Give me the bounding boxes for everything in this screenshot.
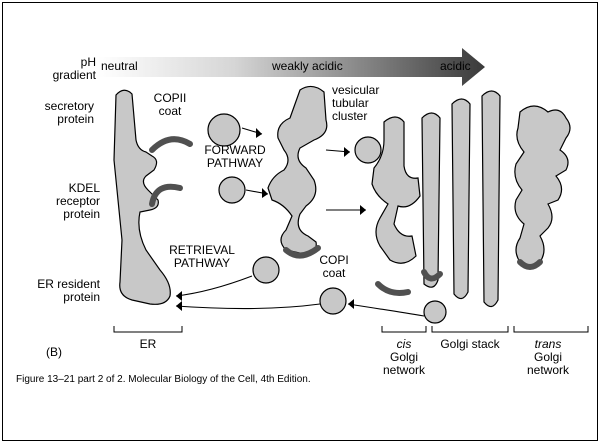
golgi-stack-label: Golgi stack bbox=[430, 338, 510, 351]
stack-bracket bbox=[432, 326, 508, 332]
cis-bracket bbox=[382, 326, 426, 332]
vesicular-tubular-cluster-label: vesicular tubular cluster bbox=[332, 84, 379, 123]
copii-vesicle bbox=[208, 114, 240, 146]
copi-vesicle-2 bbox=[320, 288, 346, 314]
golgi-cisterna-2 bbox=[452, 99, 470, 299]
arrow-retrieval-2 bbox=[176, 304, 320, 309]
copii-coat-top bbox=[152, 139, 190, 150]
gradient-text: gradient bbox=[52, 69, 96, 82]
er-membrane bbox=[114, 90, 170, 304]
trans-bracket bbox=[514, 326, 588, 332]
copi-coat-cis bbox=[378, 284, 408, 293]
trans-network-text: network bbox=[516, 364, 580, 377]
copi-vesicle-1 bbox=[253, 257, 279, 283]
secretory-protein-label: secretory protein bbox=[20, 100, 94, 126]
ph-label: pH gradient bbox=[52, 56, 96, 82]
kdel-protein-text: protein bbox=[20, 208, 100, 221]
copi-vesicle-3 bbox=[424, 301, 446, 323]
trans-golgi-network bbox=[515, 106, 570, 267]
cis-golgi-label: cis Golgi network bbox=[376, 338, 432, 377]
copii-coat-label: COPII coat bbox=[146, 92, 194, 118]
copi-coat-text: coat bbox=[310, 267, 358, 280]
kdel-receptor-label: KDEL receptor protein bbox=[20, 182, 100, 221]
cis-network-text: network bbox=[376, 364, 432, 377]
er-label: ER bbox=[132, 338, 164, 351]
er-resident-protein-label: ER resident protein bbox=[14, 278, 100, 304]
copi-coat-label: COPI coat bbox=[310, 254, 358, 280]
gradient-neutral-label: neutral bbox=[101, 60, 138, 73]
er-bracket bbox=[114, 326, 182, 332]
er-resident-protein-text: protein bbox=[14, 291, 100, 304]
forward-pathway-text: PATHWAY bbox=[196, 157, 274, 170]
cluster-text: cluster bbox=[332, 110, 379, 123]
cis-golgi-network bbox=[372, 117, 420, 263]
golgi-cisterna-3 bbox=[482, 91, 500, 307]
golgi-cisterna-1 bbox=[422, 113, 440, 287]
copii-coat-text: coat bbox=[146, 105, 194, 118]
retrieval-pathway-label: RETRIEVAL PATHWAY bbox=[160, 244, 244, 270]
copii-vesicle-small bbox=[219, 177, 245, 203]
trans-golgi-label: trans Golgi network bbox=[516, 338, 580, 377]
forward-vesicle bbox=[355, 137, 381, 163]
arrow-retrieval-3 bbox=[348, 304, 424, 316]
retrieval-pathway-text: PATHWAY bbox=[160, 257, 244, 270]
forward-pathway-label: FORWARD PATHWAY bbox=[196, 144, 274, 170]
arrow-retrieval-1 bbox=[176, 276, 252, 296]
gradient-acidic-label: acidic bbox=[440, 60, 471, 73]
gradient-weakly-acidic-label: weakly acidic bbox=[272, 60, 343, 73]
figure-caption: Figure 13–21 part 2 of 2. Molecular Biol… bbox=[16, 374, 311, 385]
vesicular-tubular-cluster bbox=[268, 86, 327, 254]
secretory-protein-text: protein bbox=[20, 113, 94, 126]
panel-letter: (B) bbox=[46, 346, 62, 359]
